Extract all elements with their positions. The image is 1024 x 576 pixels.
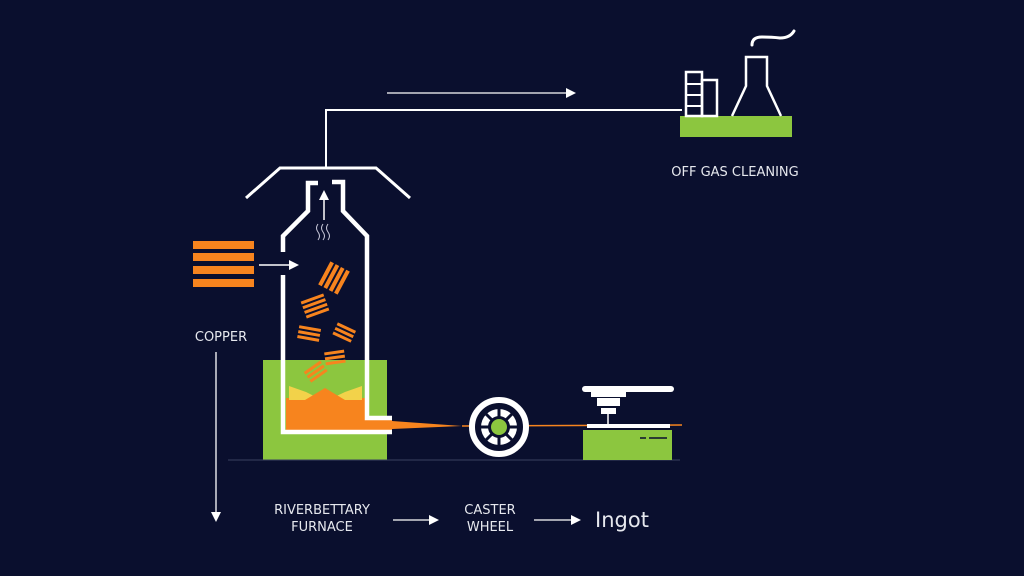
copper-label: COPPER — [195, 330, 247, 345]
off-gas-plant-icon — [680, 29, 796, 137]
molten-copper — [286, 386, 462, 430]
copper-stack-icon — [193, 241, 254, 287]
furnace-label-line2: FURNACE — [291, 520, 353, 535]
off-gas-cleaning-label: OFF GAS CLEANING — [671, 165, 798, 180]
gas-pipe — [325, 109, 682, 168]
ingot-machine-icon — [582, 386, 674, 460]
furnace-body — [280, 179, 392, 435]
furnace-hood — [245, 166, 411, 200]
caster-label-line2: WHEEL — [467, 520, 514, 535]
caster-label-line1: CASTER — [464, 503, 515, 518]
copper-pieces — [297, 261, 357, 383]
heat-waves-icon — [316, 223, 330, 241]
furnace-label-line1: RIVERBETTARY — [274, 503, 370, 518]
caster-wheel-icon — [469, 397, 529, 457]
ingot-label: Ingot — [595, 508, 649, 532]
